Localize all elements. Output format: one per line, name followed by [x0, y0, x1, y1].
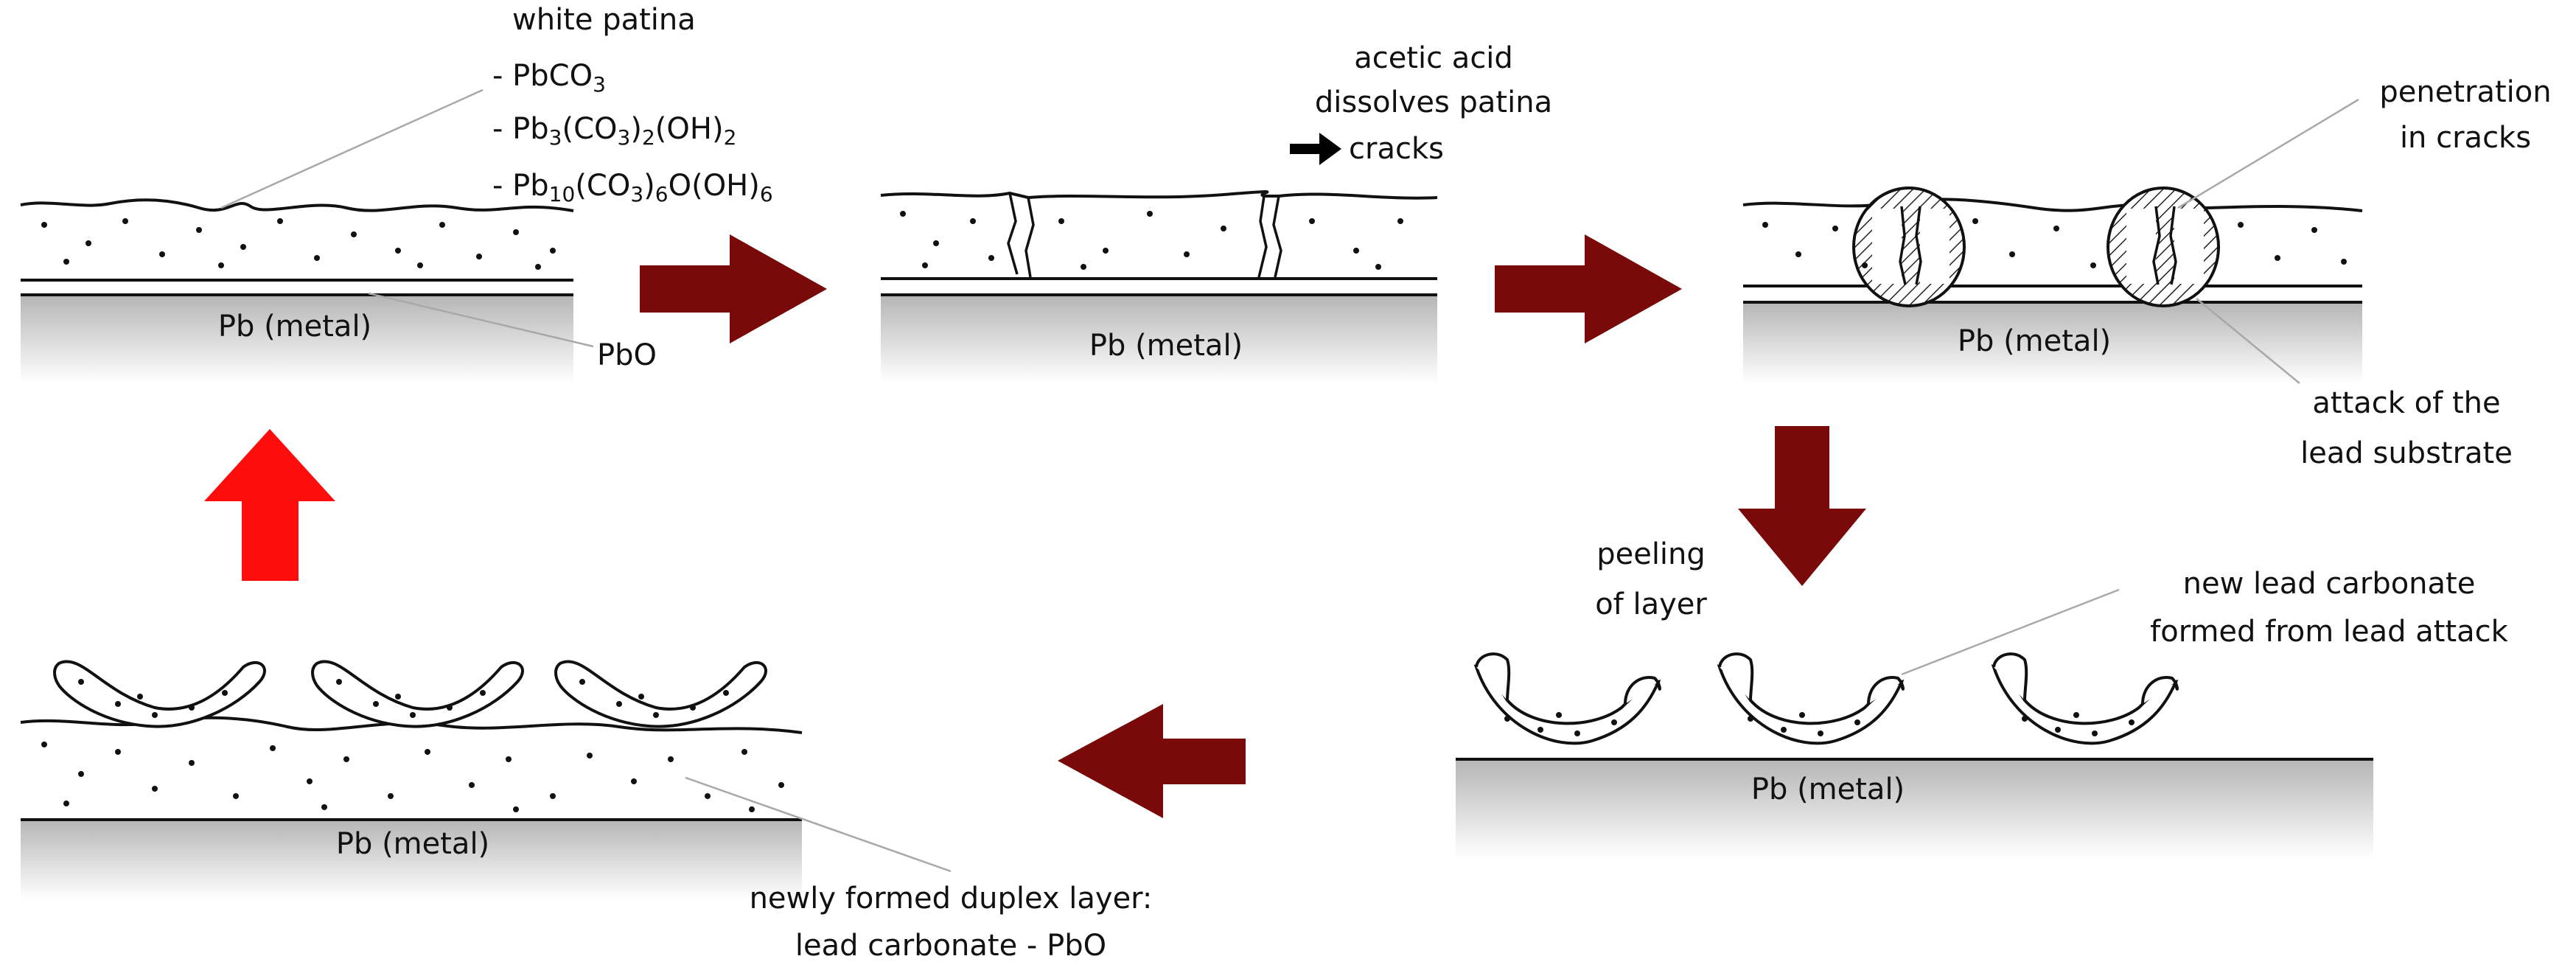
panel-4-newcarb-leader — [1901, 588, 2120, 676]
label-plumbonacrite: - Pb10(CO3)6O(OH)6 — [492, 169, 773, 206]
label-cracks: cracks — [1349, 132, 1444, 166]
label-new-lead-carbonate: new lead carbonate — [2182, 567, 2476, 601]
panel-2-patina-surface — [880, 190, 1438, 200]
panel-4-metal-substrate — [1456, 759, 2373, 859]
label-lead-substrate: lead substrate — [2300, 436, 2513, 470]
label-newly-formed-duplex: newly formed duplex layer: — [749, 882, 1153, 916]
panel-1-patina-dots — [41, 218, 556, 270]
panel-4-metal-label: Pb (metal) — [1751, 773, 1905, 806]
panel-3-penetration-leader — [2177, 98, 2359, 209]
panel-5-duplex-layer — [20, 660, 952, 899]
panel-1-intact-patina — [20, 88, 594, 383]
panel-2-patina-cracks — [880, 133, 1438, 383]
panel-4-flake-3 — [1991, 652, 2179, 745]
panel-4-flake-1 — [1473, 652, 1661, 745]
label-pbo: PbO — [597, 338, 657, 372]
panel-1-metal-label: Pb (metal) — [217, 310, 372, 343]
label-attack-of-the: attack of the — [2312, 386, 2501, 420]
panel-3-patina-surface — [1742, 198, 2363, 212]
label-lead-carbonate-pbo: lead carbonate - PbO — [795, 929, 1107, 963]
panel-5-metal-substrate — [21, 820, 802, 899]
arrow-up-red — [204, 429, 335, 581]
panel-3-crack-right — [2152, 206, 2177, 285]
panel-1-metal-substrate — [21, 295, 573, 383]
panel-3-crack-left — [1899, 206, 1922, 285]
panel-4-peeling — [1456, 588, 2373, 859]
panel-2-crack-right — [1257, 195, 1282, 278]
label-pbco3: - PbCO3 — [492, 59, 606, 97]
panel-1-pbo-leader — [368, 292, 594, 348]
label-white-patina: white patina — [512, 3, 696, 37]
arrow-down — [1738, 426, 1866, 586]
panel-2-metal-substrate — [881, 295, 1437, 383]
panel-2-metal-label: Pb (metal) — [1089, 329, 1243, 363]
label-in-cracks: in cracks — [2399, 121, 2532, 155]
label-hydrocerussite: - Pb3(CO3)2(OH)2 — [492, 112, 737, 150]
label-formed-from-lead-attack: formed from lead attack — [2150, 615, 2508, 649]
panel-3-patina-dots — [1762, 218, 2347, 268]
label-acetic-acid: acetic acid — [1354, 41, 1513, 75]
label-peeling: peeling — [1596, 537, 1706, 571]
label-of-layer: of layer — [1595, 587, 1707, 621]
panel-5-flake-1 — [53, 660, 266, 728]
panel-3-penetration — [1742, 98, 2363, 384]
arrow-right-2 — [1495, 234, 1682, 343]
panel-4-flake-2 — [1717, 652, 1905, 745]
label-dissolves-patina: dissolves patina — [1314, 86, 1553, 119]
arrow-right-1 — [640, 234, 827, 343]
panel-3-attack-leader — [2196, 298, 2300, 384]
arrow-left — [1058, 704, 1246, 818]
panel-3-metal-label: Pb (metal) — [1957, 324, 2112, 358]
panel-3-metal-substrate — [1743, 302, 2362, 383]
panel-5-patina-dots — [41, 742, 784, 812]
panel-2-crack-left — [1007, 192, 1035, 278]
panel-1-patina-leader — [220, 88, 484, 209]
panel-5-flake-2 — [311, 660, 524, 728]
label-penetration: penetration — [2379, 75, 2552, 109]
panel-5-duplex-leader — [685, 776, 952, 873]
panel-5-flake-3 — [554, 660, 767, 728]
panel-2-patina-dots — [900, 211, 1403, 270]
panel-2-black-arrow — [1290, 133, 1341, 165]
panel-5-metal-label: Pb (metal) — [335, 827, 490, 861]
panel-1-patina-surface — [20, 198, 574, 212]
